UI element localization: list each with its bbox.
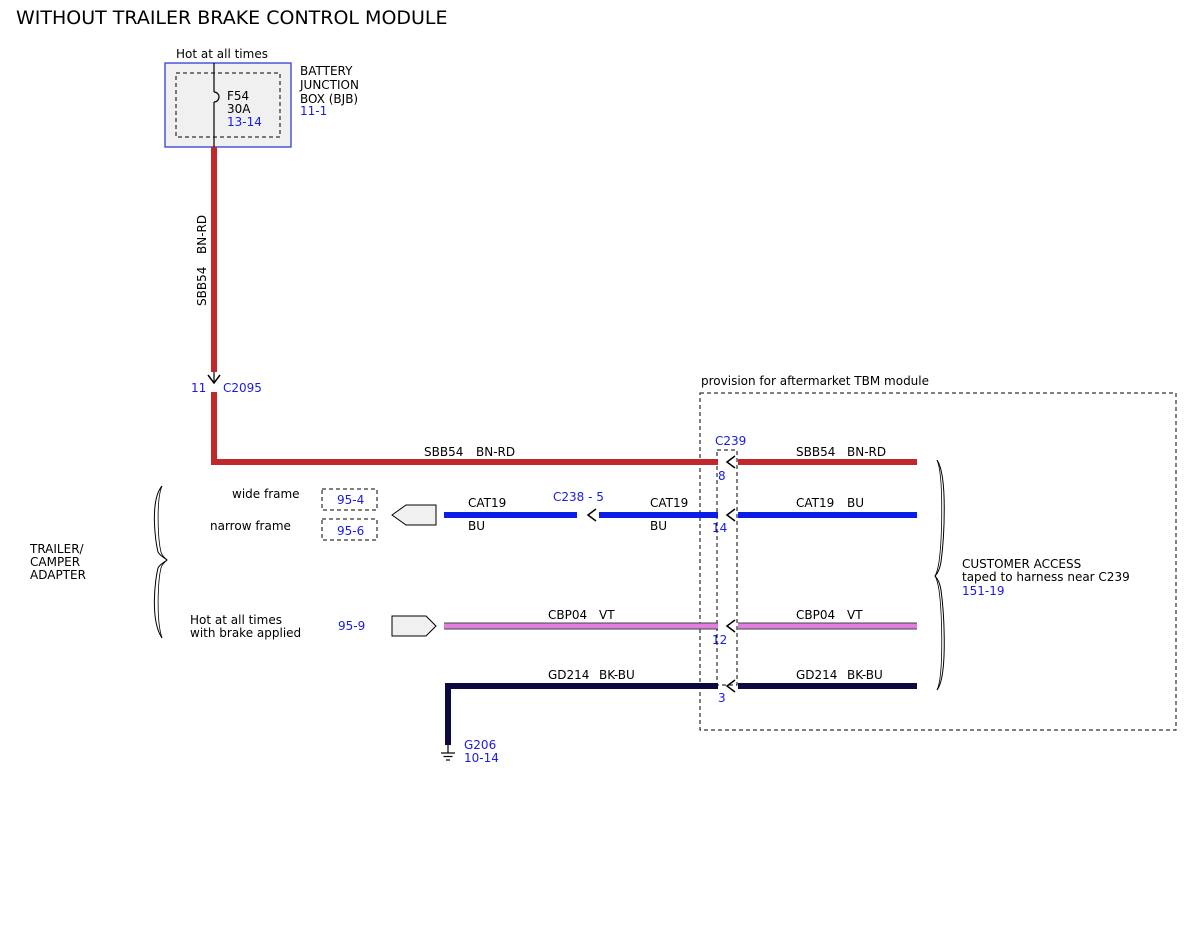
c239-pin-8-connector-icon <box>725 455 736 469</box>
wire-sbb54-vertical-circuit: SBB54 <box>195 267 209 306</box>
narrow-frame-ref-box <box>321 518 378 541</box>
c239-connector-outline <box>716 449 738 686</box>
bjb-box <box>164 62 292 148</box>
wire-sbb54-right-color: BN-RD <box>847 445 886 459</box>
hot-brake-line-1: Hot at all times <box>190 613 282 627</box>
narrow-frame-ref-link[interactable]: 95-6 <box>337 524 364 538</box>
c239-pin-12-connector-icon <box>725 619 736 633</box>
tbm-provision-box <box>699 392 1177 731</box>
wire-sbb54-right-circuit: SBB54 <box>796 445 835 459</box>
customer-access-brace-icon-inner <box>934 459 943 691</box>
c2095-connector-icon <box>207 374 221 385</box>
cbp04-terminal-icon <box>391 615 437 637</box>
customer-access-ref-link[interactable]: 151-19 <box>962 584 1005 598</box>
cat19-terminal-icon <box>391 504 437 526</box>
c239-pin-12: 12 <box>712 633 727 647</box>
c239-pin-14-connector-icon <box>725 508 736 522</box>
c238-connector-icon <box>586 508 597 522</box>
bjb-name-line-1: BATTERY <box>300 64 353 78</box>
trailer-label-line-1: TRAILER/ <box>29 542 85 556</box>
narrow-frame-label: narrow frame <box>210 519 291 533</box>
wire-gd214-right-color: BK-BU <box>847 668 883 682</box>
customer-access-note: taped to harness near C239 <box>962 570 1130 584</box>
fuse-id: F54 <box>227 89 249 103</box>
wire-gd214-left-color: BK-BU <box>599 668 635 682</box>
wire-cat19-mid-circuit: CAT19 <box>650 496 688 510</box>
wire-gd214-left-circuit: GD214 <box>548 668 589 682</box>
wire-gd214-right-circuit: GD214 <box>796 668 837 682</box>
wire-cat19-far-circuit: CAT19 <box>468 496 506 510</box>
wire-cat19-right-color: BU <box>847 496 864 510</box>
trailer-label-line-3: ADAPTER <box>30 568 86 582</box>
bjb-ref-link[interactable]: 11-1 <box>300 104 327 118</box>
wide-frame-ref-box <box>321 488 378 511</box>
c239-pin-3: 3 <box>718 691 726 705</box>
c239-pin-3-connector-icon <box>725 679 736 693</box>
g206-link[interactable]: G206 <box>464 738 496 752</box>
c239-pin-8: 8 <box>718 469 726 483</box>
hot-brake-line-2: with brake applied <box>190 626 301 640</box>
c239-pin-14: 14 <box>712 521 727 535</box>
hot-brake-ref-link[interactable]: 95-9 <box>338 619 365 633</box>
c2095-link[interactable]: C2095 <box>223 381 262 395</box>
tbm-provision-label: provision for aftermarket TBM module <box>701 374 929 388</box>
wire-cbp04-right-circuit: CBP04 <box>796 608 835 622</box>
c238-link[interactable]: C238 - 5 <box>553 490 604 504</box>
bjb-name-line-2: JUNCTION <box>299 78 359 92</box>
trailer-label-line-2: CAMPER <box>30 555 80 569</box>
bjb-name-line-3: BOX (BJB) <box>300 92 358 106</box>
wire-cbp04-right-color: VT <box>847 608 863 622</box>
wire-cbp04-left-circuit: CBP04 <box>548 608 587 622</box>
customer-access-brace-icon <box>934 459 945 691</box>
c239-link[interactable]: C239 <box>715 434 746 448</box>
g206-ref-link[interactable]: 10-14 <box>464 751 499 765</box>
wire-cat19-mid-color: BU <box>650 519 667 533</box>
wide-frame-label: wide frame <box>232 487 300 501</box>
bjb-inner-dashed-box <box>175 72 281 138</box>
wire-sbb54-left-color: BN-RD <box>476 445 515 459</box>
fuse-icon <box>213 91 220 103</box>
fuse-ref-link[interactable]: 13-14 <box>227 115 262 129</box>
diagram-title: WITHOUT TRAILER BRAKE CONTROL MODULE <box>16 7 448 29</box>
wire-cat19-right-circuit: CAT19 <box>796 496 834 510</box>
wire-gd214-left <box>445 683 718 745</box>
customer-access-title: CUSTOMER ACCESS <box>962 557 1081 571</box>
fuse-rating: 30A <box>227 102 251 116</box>
wire-cat19-far-color: BU <box>468 519 485 533</box>
trailer-brace-icon-inner <box>157 485 168 639</box>
bjb-caption: Hot at all times <box>176 47 268 61</box>
wire-sbb54-left-circuit: SBB54 <box>424 445 463 459</box>
wire-cbp04-left-color: VT <box>599 608 615 622</box>
wire-sbb54-vertical-color: BN-RD <box>195 215 209 254</box>
wide-frame-ref-link[interactable]: 95-4 <box>337 493 364 507</box>
c2095-pin: 11 <box>191 381 206 395</box>
ground-icon <box>441 745 455 761</box>
